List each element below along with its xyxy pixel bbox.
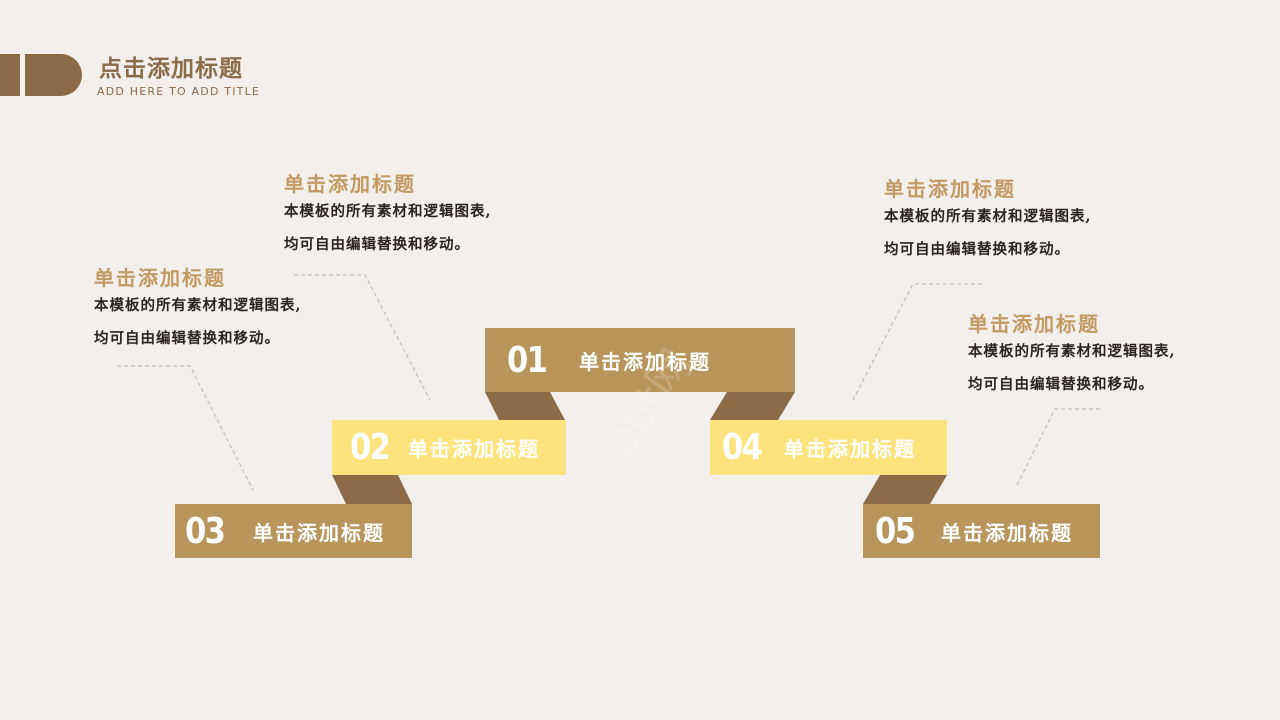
- step-label: 单击添加标题: [253, 520, 385, 545]
- note-line: 本模板的所有素材和逻辑图表,: [284, 203, 492, 220]
- step-box-04[interactable]: 04 单击添加标题: [710, 420, 947, 475]
- header-accent-tab: [25, 54, 82, 96]
- note-title: 单击添加标题: [94, 266, 226, 290]
- note-top-left[interactable]: 单击添加标题 本模板的所有素材和逻辑图表, 均可自由编辑替换和移动。: [284, 168, 492, 261]
- leader-line-top-right: [852, 283, 982, 401]
- step-label: 单击添加标题: [941, 520, 1073, 545]
- note-line: 本模板的所有素材和逻辑图表,: [884, 208, 1092, 225]
- connector-01-02: [485, 392, 565, 420]
- note-top-right[interactable]: 单击添加标题 本模板的所有素材和逻辑图表, 均可自由编辑替换和移动。: [884, 173, 1092, 266]
- note-line: 均可自由编辑替换和移动。: [94, 330, 280, 347]
- note-left[interactable]: 单击添加标题 本模板的所有素材和逻辑图表, 均可自由编辑替换和移动。: [94, 262, 302, 355]
- step-number: 02: [350, 427, 391, 468]
- header-accent-bar: [0, 54, 20, 96]
- step-box-02[interactable]: 02 单击添加标题: [332, 420, 566, 475]
- step-number: 05: [875, 510, 916, 552]
- note-title: 单击添加标题: [284, 172, 416, 196]
- step-label: 单击添加标题: [579, 349, 711, 374]
- step-label: 单击添加标题: [784, 437, 916, 461]
- step-number: 04: [722, 427, 763, 468]
- leader-line-top-left: [294, 274, 431, 401]
- step-box-01[interactable]: 01 单击添加标题: [485, 328, 795, 392]
- connector-02-03: [332, 475, 412, 504]
- step-label: 单击添加标题: [408, 437, 540, 461]
- note-right[interactable]: 单击添加标题 本模板的所有素材和逻辑图表, 均可自由编辑替换和移动。: [968, 308, 1176, 401]
- leader-line-left: [117, 365, 254, 491]
- note-title: 单击添加标题: [968, 312, 1100, 336]
- step-number: 03: [185, 510, 226, 552]
- note-line: 均可自由编辑替换和移动。: [968, 376, 1154, 393]
- note-line: 均可自由编辑替换和移动。: [884, 241, 1070, 258]
- page-title[interactable]: 点击添加标题: [99, 55, 243, 82]
- connector-01-04: [710, 392, 795, 420]
- step-number: 01: [507, 339, 548, 381]
- leader-line-right: [1015, 408, 1100, 488]
- note-title: 单击添加标题: [884, 177, 1016, 201]
- page-subtitle[interactable]: ADD HERE TO ADD TITLE: [97, 85, 261, 98]
- note-line: 本模板的所有素材和逻辑图表,: [94, 297, 302, 314]
- note-line: 本模板的所有素材和逻辑图表,: [968, 343, 1176, 360]
- connector-04-05: [863, 475, 947, 504]
- note-line: 均可自由编辑替换和移动。: [284, 236, 470, 253]
- step-box-03[interactable]: 03 单击添加标题: [175, 504, 412, 558]
- step-box-05[interactable]: 05 单击添加标题: [863, 504, 1100, 558]
